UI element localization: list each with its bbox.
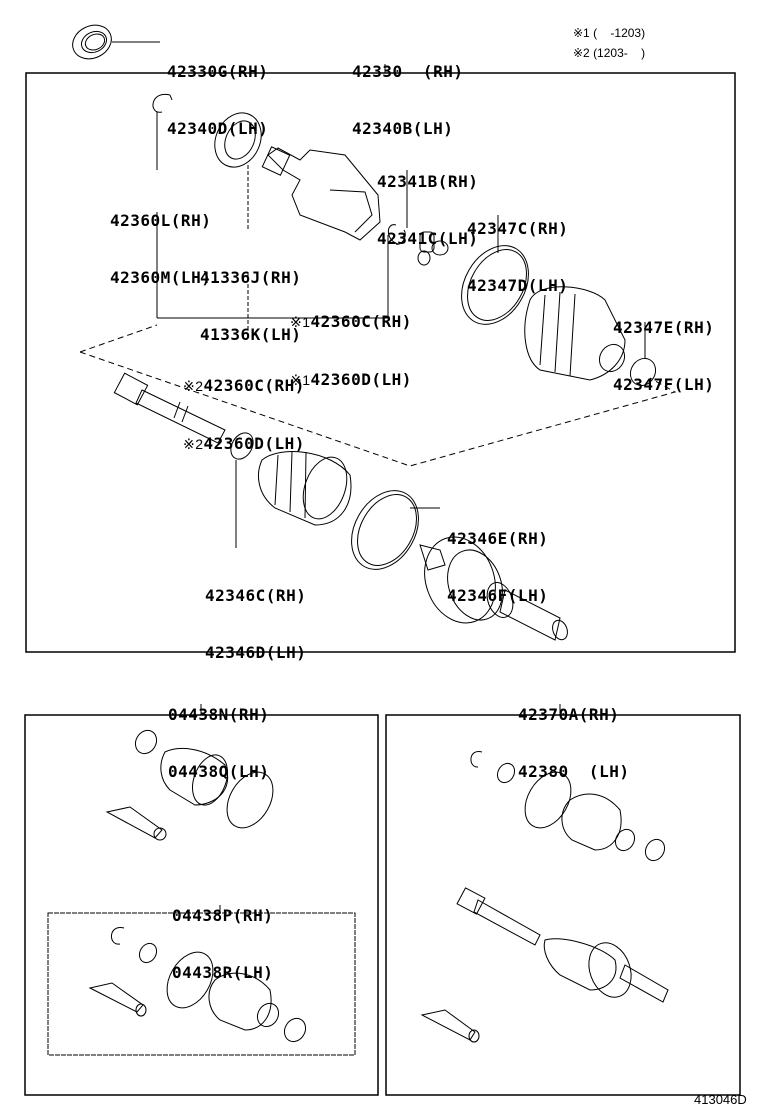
label-boot-kit-inboard: 04438P(RH) 04438R(LH) [172, 906, 274, 982]
outboard-boot-icon [258, 451, 352, 526]
boot-kit-boot-icon [160, 747, 229, 806]
outboard-cv-joint-icon [419, 536, 568, 641]
drive-shaft-icon [113, 372, 226, 444]
label-shaft-assembly: 42330 (RH) 42340B(LH) [352, 62, 464, 138]
dust-seal-icon [214, 112, 262, 168]
tripod-joint-icon [417, 231, 449, 266]
label-inboard-joint-note2: ※242360C(RH) ※242360D(LH) [183, 376, 305, 453]
label-boot-clamp-large-inboard: 42347C(RH) 42347D(LH) [467, 219, 569, 295]
inboard-joint-housing-icon [261, 146, 381, 241]
label-outboard-shaft-assembly: 42370A(RH) 42380 (LH) [518, 705, 630, 781]
label-boot-clamp-large-outboard: 42346E(RH) 42346F(LH) [447, 529, 549, 605]
figure-code: 413046D [694, 1092, 747, 1107]
label-dust-seal: 41336J(RH) 41336K(LH) [200, 268, 302, 344]
note-2: ※2 (1203- ) [573, 46, 646, 60]
label-boot-kit-outboard: 04438N(RH) 04438Q(LH) [168, 705, 270, 781]
label-boot-clamp-small-inboard: 42347E(RH) 42347F(LH) [613, 318, 715, 394]
oil-seal-icon [72, 24, 112, 60]
label-snap-ring: 42360L(RH) 42360M(LH) [110, 211, 212, 287]
label-inboard-joint-note1: ※142360C(RH) ※142360D(LH) [290, 312, 412, 389]
label-seal: 42330G(RH) 42340D(LH) [167, 62, 269, 138]
grease-tube-icon [105, 806, 167, 841]
complete-shaft-icon [456, 887, 669, 1003]
label-boot-clamp-small-outboard: 42346C(RH) 42346D(LH) [205, 586, 307, 662]
inboard-boot-icon [524, 286, 626, 381]
note-1: ※1 ( -1203) [573, 26, 646, 40]
label-tripod-snap-ring: 42341B(RH) 42341C(LH) [377, 172, 479, 248]
